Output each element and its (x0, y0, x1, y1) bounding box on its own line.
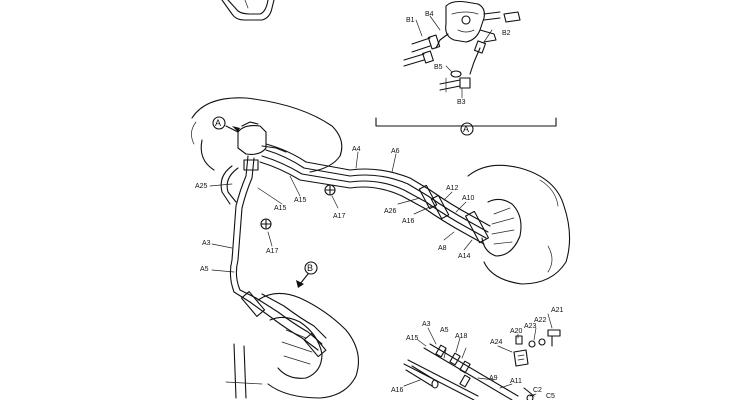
label-A10: A10 (462, 195, 475, 202)
label-A26: A26 (384, 208, 397, 215)
label-B3: B3 (457, 99, 466, 106)
label-C2: C2 (533, 387, 542, 394)
detail-b-tube-assembly (403, 313, 561, 400)
label-A8: A8 (438, 245, 447, 252)
detail-a-labels: B1 B4 B2 B5 B3 A (406, 11, 511, 136)
label-A3-detail: A3 (422, 321, 431, 328)
label-A5: A5 (200, 266, 209, 273)
main-piping-assembly (191, 97, 571, 399)
label-B1: B1 (406, 17, 415, 24)
label-A17-upper: A17 (333, 213, 346, 220)
label-view-a-bottom: A (463, 124, 469, 134)
label-A15-mid: A15 (274, 205, 287, 212)
label-A4: A4 (352, 146, 361, 153)
label-A18: A18 (455, 333, 468, 340)
label-A14: A14 (458, 253, 471, 260)
label-A23: A23 (524, 323, 537, 330)
label-view-a: A (215, 118, 221, 128)
label-A16: A16 (402, 218, 415, 225)
main-labels: A B A25 A15 A15 A17 A4 A6 A26 A16 A12 A1… (195, 118, 475, 273)
label-A21: A21 (551, 307, 564, 314)
label-A15-detail: A15 (406, 335, 419, 342)
label-A24: A24 (490, 339, 503, 346)
label-A3: A3 (202, 240, 211, 247)
label-A15-upper: A15 (294, 197, 307, 204)
view-a-marker (460, 122, 474, 136)
label-A6: A6 (391, 148, 400, 155)
label-A20: A20 (510, 328, 523, 335)
label-A22: A22 (534, 317, 547, 324)
label-C5: C5 (546, 393, 555, 400)
view-b-callout (304, 261, 318, 275)
label-A11: A11 (510, 378, 522, 385)
detail-b-labels: A15 A3 A5 A18 A24 A20 A23 A22 A21 A9 A11… (391, 307, 564, 400)
label-B5: B5 (434, 64, 443, 71)
label-view-b: B (307, 263, 313, 273)
label-A12: A12 (446, 185, 459, 192)
detail-a-valve-assembly (375, 0, 557, 127)
label-A9: A9 (489, 375, 498, 382)
view-a-callout (212, 116, 226, 130)
label-A25: A25 (195, 183, 208, 190)
label-B4: B4 (425, 11, 434, 18)
label-A5-detail: A5 (440, 327, 449, 334)
label-A16-detail: A16 (391, 387, 404, 394)
top-left-part-fragment (221, 0, 275, 21)
label-A17-lower: A17 (266, 248, 279, 255)
label-B2: B2 (502, 30, 511, 37)
